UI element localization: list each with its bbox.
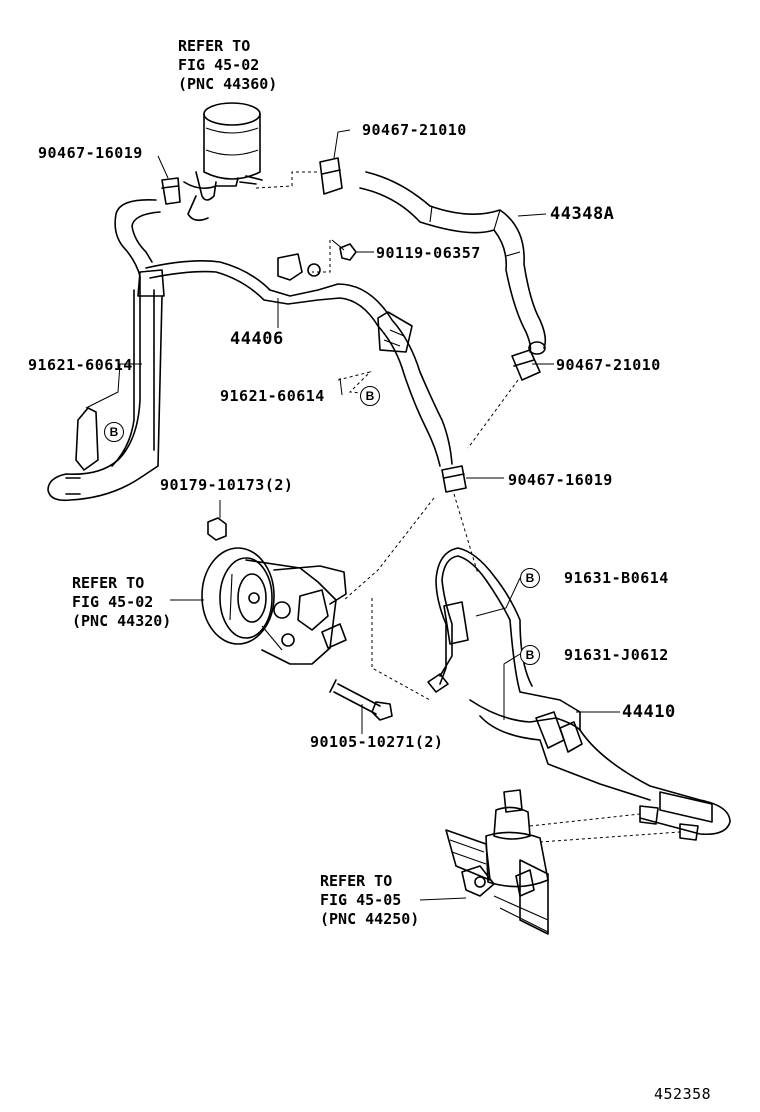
reference-line: REFER TO [178, 37, 251, 55]
part-label: 44348A [550, 204, 615, 224]
part-label: 90467-16019 [508, 471, 613, 489]
badge-b: B [360, 386, 380, 406]
part-label: 91621-60614 [28, 356, 133, 374]
clamp-icon [511, 349, 541, 381]
part-label: 90105-10271(2) [310, 733, 444, 751]
clamp-icon [319, 157, 343, 195]
part-label: 91621-60614 [220, 387, 325, 405]
pump-reference: REFER TO FIG 45-02 (PNC 44320) [72, 574, 171, 631]
fitting-icon [639, 805, 659, 825]
reference-line: (PNC 44360) [178, 75, 278, 93]
reference-line: FIG 45-02 [72, 593, 154, 611]
bolt-icon [331, 239, 357, 261]
part-label: 91631-J0612 [564, 646, 669, 664]
clamp-icon [161, 177, 181, 205]
figure-number: 452358 [654, 1085, 712, 1103]
reservoir-reference: REFER TO FIG 45-02 (PNC 44360) [178, 37, 277, 94]
badge-b: B [520, 645, 540, 665]
left-return-tube [47, 198, 165, 502]
steering-gear [445, 789, 549, 935]
gear-reference: REFER TO FIG 45-05 (PNC 44250) [320, 872, 419, 929]
part-label: 90467-21010 [556, 356, 661, 374]
pressure-tube-44410 [427, 547, 731, 836]
part-label: 90179-10173(2) [160, 476, 294, 494]
power-steering-pump [201, 547, 347, 665]
part-label: 90467-16019 [38, 144, 143, 162]
reference-line: (PNC 44250) [320, 910, 420, 928]
reference-line: FIG 45-05 [320, 891, 402, 909]
return-tube-44406 [145, 253, 453, 467]
badge-b: B [520, 568, 540, 588]
part-label: 91631-B0614 [564, 569, 669, 587]
reservoir-tank [183, 102, 263, 222]
nut-icon [207, 517, 227, 541]
reference-line: FIG 45-02 [178, 56, 260, 74]
return-hose-44348A [359, 171, 547, 355]
part-label: 90119-06357 [376, 244, 481, 262]
part-label: 90467-21010 [362, 121, 467, 139]
reference-line: REFER TO [72, 574, 145, 592]
clamp-icon [441, 465, 467, 493]
reference-line: REFER TO [320, 872, 393, 890]
part-label: 44406 [230, 329, 284, 349]
badge-b: B [104, 422, 124, 442]
reference-line: (PNC 44320) [72, 612, 172, 630]
fitting-icon [679, 823, 699, 841]
bolt-icon [329, 679, 393, 721]
part-label: 44410 [622, 702, 676, 722]
